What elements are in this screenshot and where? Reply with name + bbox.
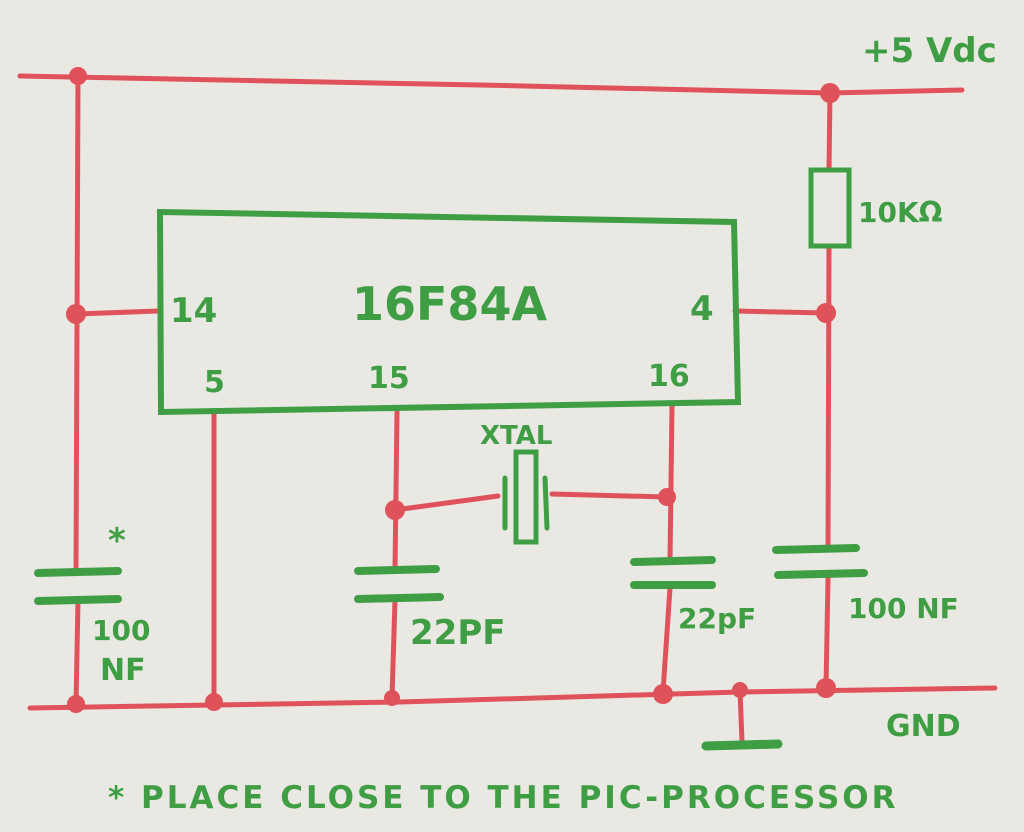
junction-dot: [816, 303, 836, 323]
chip-part-label: 16F84A: [352, 277, 547, 331]
left-vertical-wire: [73, 73, 81, 575]
chip-body: [156, 208, 742, 416]
right-cap-to-gnd: [823, 575, 831, 691]
left-cap-unit: NF: [100, 653, 146, 688]
components: [34, 167, 868, 751]
ground-symbol: [701, 739, 783, 751]
junction-dot: [69, 67, 87, 85]
junctions: [66, 67, 840, 713]
right-vertical-wire: [826, 90, 833, 173]
junction-dot: [820, 83, 840, 103]
pin5-label: 5: [204, 365, 225, 400]
gnd-rail: [27, 685, 998, 711]
labels: +5 Vdc GND 16F84A 14 5 15 16 4 10KΩ XTAL…: [92, 31, 997, 816]
left-cap-value: 100: [92, 614, 150, 647]
junction-dot: [816, 678, 836, 698]
pin14-wire: [73, 308, 161, 317]
left-capacitor: [34, 567, 122, 605]
pin4-wire: [732, 308, 829, 316]
osc1-cap-label: 22PF: [410, 613, 505, 653]
cap16-to-gnd: [660, 585, 673, 695]
junction-dot: [67, 695, 85, 713]
cap15-to-gnd: [389, 597, 398, 701]
junction-dot: [384, 690, 400, 706]
left-cap-mark: *: [108, 521, 126, 561]
junction-dot: [205, 693, 223, 711]
junction-dot: [732, 682, 748, 698]
pin15-wire: [392, 409, 400, 573]
pin16-label: 16: [648, 359, 690, 394]
crystal-label: XTAL: [480, 421, 552, 451]
osc2-cap-label: 22pF: [678, 602, 756, 635]
left-vertical-wire-lower: [73, 597, 81, 707]
resistor-label: 10KΩ: [858, 196, 943, 229]
resistor-to-mclr: [825, 245, 832, 551]
xtal-left-wire: [392, 493, 501, 513]
junction-dot: [653, 684, 673, 704]
capacitor-osc2: [630, 556, 716, 589]
pin14-label: 14: [170, 291, 217, 331]
capacitor-osc1: [354, 565, 444, 603]
pin16-wire: [667, 402, 675, 565]
junction-dot: [385, 500, 405, 520]
vdd-rail: [17, 73, 965, 96]
vdd-label: +5 Vdc: [862, 31, 997, 71]
pin15-label: 15: [368, 361, 410, 396]
junction-dot: [66, 304, 86, 324]
junction-dot: [658, 488, 676, 506]
ground-stem: [737, 687, 745, 745]
right-capacitor: [772, 544, 868, 579]
placement-note: * PLACE CLOSE TO THE PIC-PROCESSOR: [108, 780, 899, 816]
pin4-label: 4: [690, 289, 714, 329]
resistor-body: [808, 167, 852, 249]
gnd-label: GND: [886, 709, 961, 744]
crystal: [502, 449, 550, 545]
xtal-right-wire: [549, 491, 670, 500]
right-cap-label: 100 NF: [848, 592, 959, 625]
